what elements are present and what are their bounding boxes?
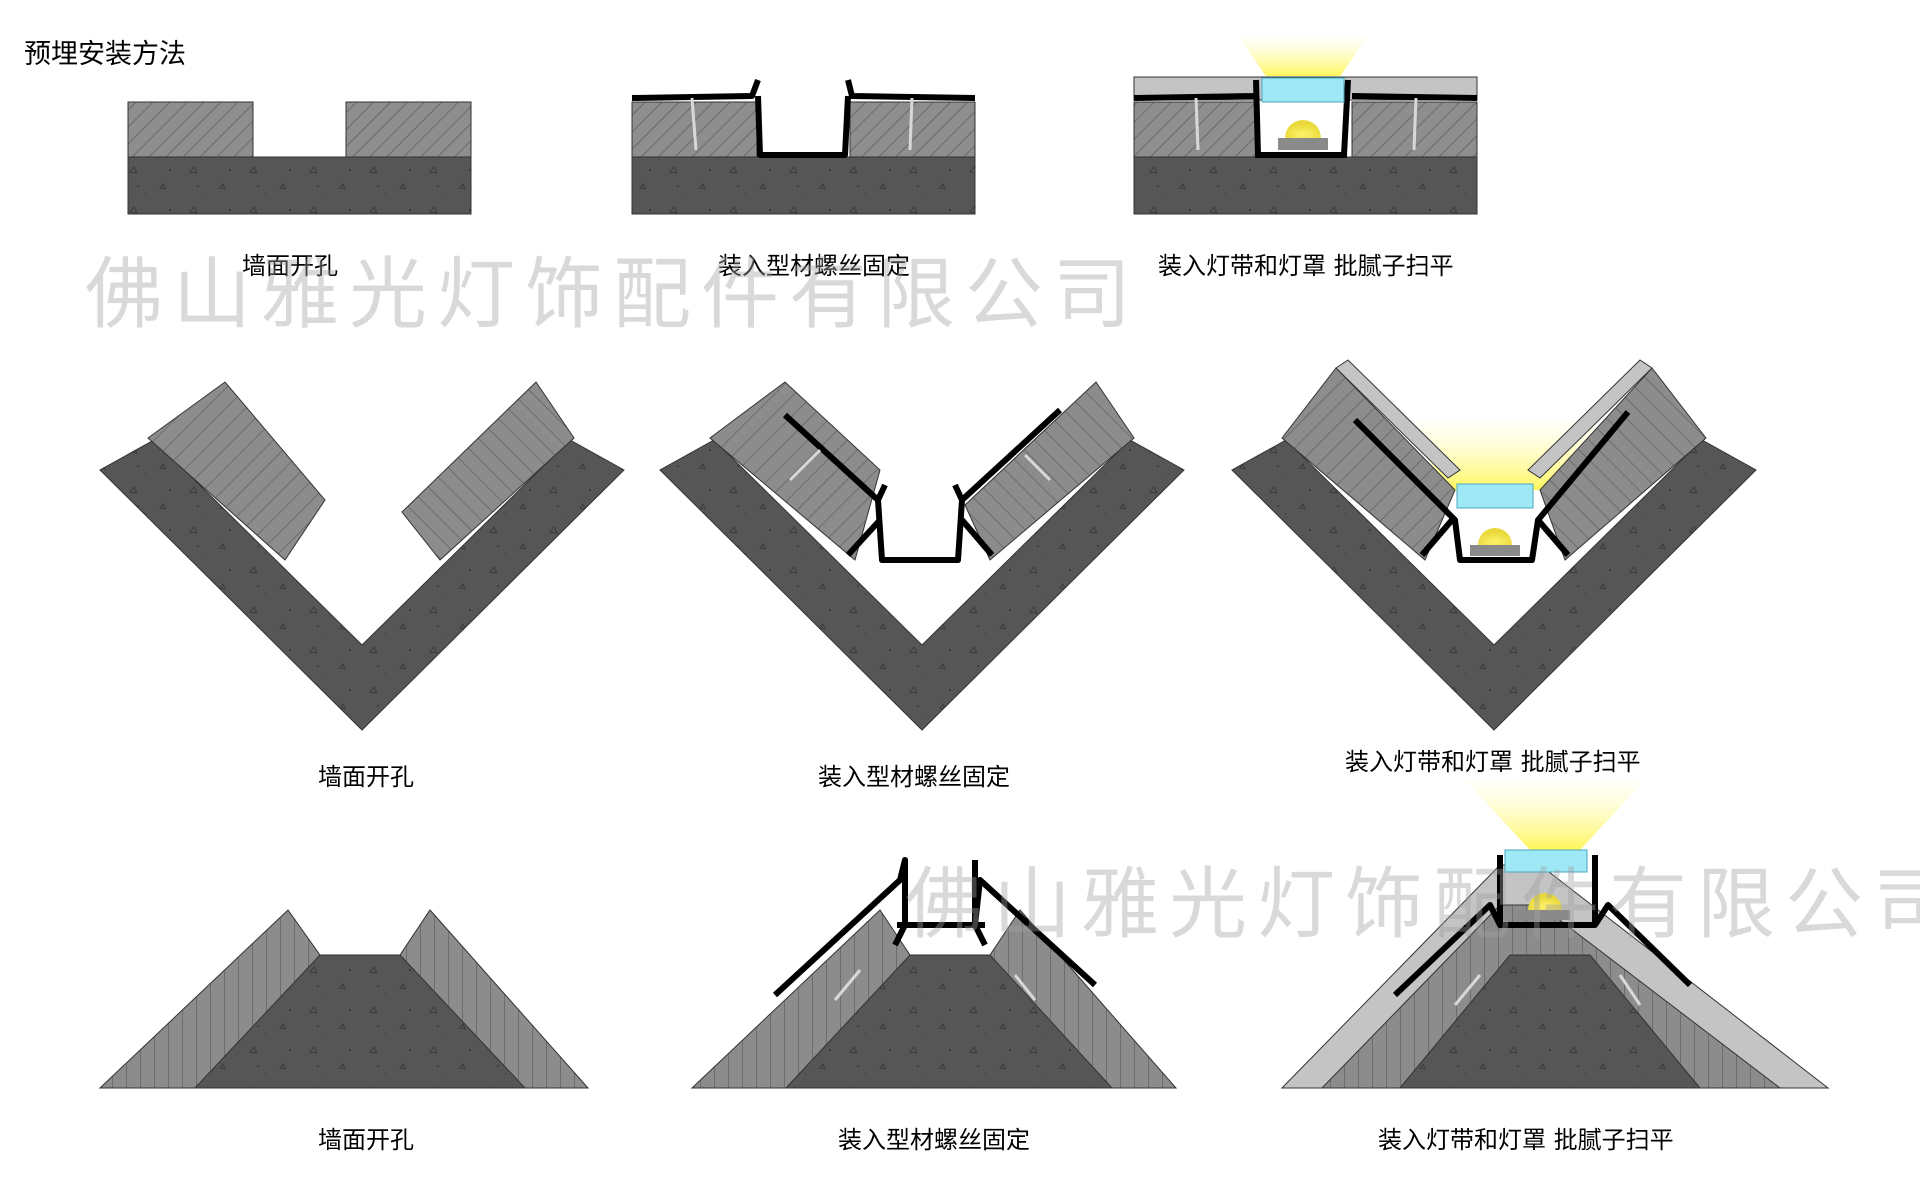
caption-r2c1: 墙面开孔: [318, 763, 414, 791]
caption-r3c1: 墙面开孔: [318, 1126, 414, 1154]
diffuser: [1261, 77, 1345, 103]
diagram-r3c3-peak-led: [1280, 780, 1830, 1089]
caption-r3c2: 装入型材螺丝固定: [838, 1126, 1030, 1154]
diffuser: [1456, 483, 1534, 509]
led-strip: [1285, 120, 1321, 138]
diagram-r1c2-flat-profile: [631, 78, 976, 215]
caption-r2c3: 装入灯带和灯罩 批腻子扫平: [1345, 748, 1641, 776]
page-title: 预埋安装方法: [24, 39, 186, 70]
diagram-r3c1-peak-hole: [98, 909, 590, 1089]
diagram-r2c1-v-hole: [99, 381, 625, 731]
watermark-upper: 佛山雅光灯饰配件有限公司: [85, 250, 1142, 340]
diffuser: [1504, 849, 1588, 873]
led-strip: [1478, 528, 1512, 545]
led-strip: [1528, 893, 1562, 910]
light-glow: [1238, 36, 1368, 76]
diagram-r2c3-v-led: [1231, 359, 1757, 731]
diagram-r2c2-v-profile: [659, 381, 1185, 731]
caption-r2c2: 装入型材螺丝固定: [818, 763, 1010, 791]
caption-r1c3: 装入灯带和灯罩 批腻子扫平: [1158, 252, 1454, 280]
light-glow: [1465, 780, 1645, 850]
caption-r3c3: 装入灯带和灯罩 批腻子扫平: [1378, 1126, 1674, 1154]
watermark-lower: 佛山雅光灯饰配件有限公司: [905, 860, 1920, 950]
diagram-r3c2-peak-profile: [690, 857, 1178, 1089]
diagram-r1c3-flat-led: [1133, 36, 1478, 215]
caption-r1c2: 装入型材螺丝固定: [718, 252, 910, 280]
caption-r1c1: 墙面开孔: [242, 252, 338, 280]
diagram-r1c1-flat-hole: [127, 101, 472, 215]
